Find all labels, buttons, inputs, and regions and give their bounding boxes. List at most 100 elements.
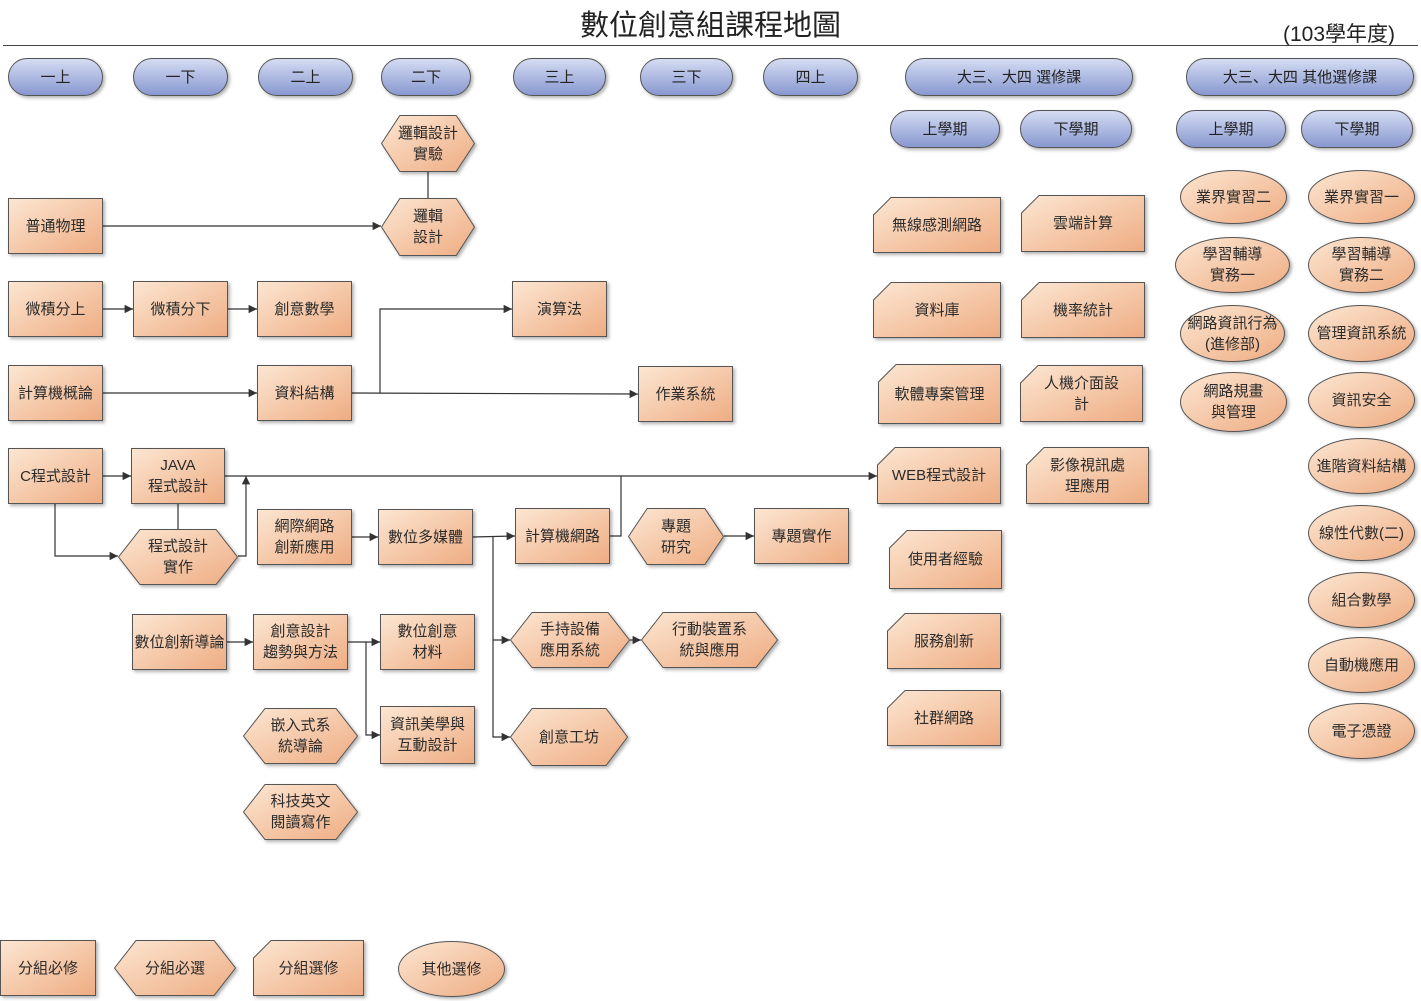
course-info-aesthetics-label: 資訊美學與 互動設計 — [389, 716, 465, 754]
semester-4a[interactable]: 四上 — [763, 58, 858, 96]
course-physics: 普通物理 — [8, 198, 103, 254]
course-info-aesthetics: 資訊美學與 互動設計 — [380, 706, 475, 764]
semester-2b[interactable]: 二下 — [381, 58, 471, 96]
sub-semester-fall-label: 上學期 — [922, 120, 968, 138]
course-logic-lab-label: 邏輯設計 實驗 — [397, 124, 458, 163]
course-probability: 機率統計 — [1021, 282, 1145, 338]
course-web-label: WEB程式設計 — [891, 467, 987, 484]
course-intern2: 業界實習二 — [1180, 170, 1287, 224]
semester-2a[interactable]: 二上 — [258, 58, 353, 96]
course-security-label: 資訊安全 — [1331, 391, 1392, 409]
course-embedded-label: 嵌入式系 統導論 — [270, 717, 331, 755]
course-data-structures: 資料結構 — [257, 365, 352, 421]
course-social: 社群網路 — [887, 690, 1001, 746]
course-hci-label: 人機介面設 計 — [1043, 374, 1119, 413]
course-combinatorics: 組合數學 — [1308, 572, 1415, 628]
legend-elective: 分組選修 — [253, 940, 364, 996]
course-probability-label: 機率統計 — [1052, 301, 1113, 319]
course-multimedia: 數位多媒體 — [378, 509, 473, 565]
semester-3a[interactable]: 三上 — [513, 58, 606, 96]
connector-arrow — [379, 304, 512, 393]
course-project-research: 專題 研究 — [627, 508, 725, 565]
course-java-label: JAVA 程式設計 — [147, 457, 208, 495]
semester-1b[interactable]: 一下 — [133, 58, 228, 96]
course-capstone: 專題實作 — [754, 508, 849, 564]
legend-other: 其他選修 — [398, 941, 505, 997]
course-embedded: 嵌入式系 統導論 — [242, 708, 359, 764]
course-tech-english: 科技英文 閱讀寫作 — [242, 784, 359, 840]
course-creative-math: 創意數學 — [257, 281, 352, 337]
course-c-prog-label: C程式設計 — [20, 467, 91, 485]
connector-arrow — [351, 389, 639, 399]
course-os: 作業系統 — [638, 366, 733, 422]
semester-electives-label: 大三、大四 選修課 — [956, 68, 1082, 86]
course-intern1: 業界實習一 — [1308, 170, 1415, 224]
course-data-structures-label: 資料結構 — [274, 384, 335, 402]
course-ux-label: 使用者經驗 — [907, 551, 983, 568]
legend-required: 分組必修 — [0, 940, 96, 996]
course-calc2: 微積分下 — [133, 281, 228, 337]
course-design-trends: 創意設計 趨勢與方法 — [253, 614, 348, 670]
course-calc1: 微積分上 — [8, 281, 103, 337]
semester-other-electives-label: 大三、大四 其他選修課 — [1222, 68, 1378, 86]
connector-arrow — [472, 532, 516, 541]
course-ux: 使用者經驗 — [889, 530, 1002, 589]
sub-semester-fall[interactable]: 上學期 — [890, 110, 1000, 148]
course-workshop: 創意工坊 — [509, 708, 629, 766]
course-mis: 管理資訊系統 — [1308, 305, 1415, 362]
sub-semester-other-spring[interactable]: 下學期 — [1301, 110, 1413, 148]
connector-arrow — [610, 476, 622, 537]
semester-other-electives[interactable]: 大三、大四 其他選修課 — [1186, 58, 1414, 96]
course-net-behavior: 網路資訊行為 (進修部) — [1180, 305, 1285, 362]
legend-required-elective-label: 分組必選 — [144, 959, 205, 977]
course-tutor1-label: 學習輔導 實務一 — [1202, 246, 1263, 284]
course-logic: 邏輯 設計 — [380, 198, 476, 256]
course-net-behavior-label: 網路資訊行為 (進修部) — [1187, 314, 1278, 353]
course-physics-label: 普通物理 — [25, 217, 86, 235]
course-networks: 計算機網路 — [515, 508, 610, 564]
semester-2b-label: 二下 — [410, 68, 441, 86]
course-video: 影像視訊處 理應用 — [1026, 447, 1149, 504]
title-divider — [3, 45, 1418, 46]
course-tutor2-label: 學習輔導 實務二 — [1331, 246, 1392, 284]
course-digital-materials-label: 數位創意 材料 — [397, 623, 458, 661]
course-algorithms: 演算法 — [512, 281, 607, 337]
course-adv-ds-label: 進階資料結構 — [1316, 457, 1407, 475]
course-tutor1: 學習輔導 實務一 — [1175, 237, 1290, 293]
course-mis-label: 管理資訊系統 — [1316, 325, 1407, 342]
course-net-planning-label: 網路規畫 與管理 — [1203, 383, 1264, 421]
semester-3b[interactable]: 三下 — [640, 58, 733, 96]
sub-semester-spring[interactable]: 下學期 — [1020, 110, 1132, 148]
course-tech-english-label: 科技英文 閱讀寫作 — [270, 793, 331, 831]
course-security: 資訊安全 — [1308, 372, 1415, 428]
course-social-label: 社群網路 — [913, 709, 974, 727]
course-creative-math-label: 創意數學 — [274, 300, 335, 318]
legend-required-elective: 分組必選 — [113, 940, 237, 996]
sub-semester-other-spring-label: 下學期 — [1334, 120, 1380, 138]
connector-arrow — [365, 642, 380, 740]
course-combinatorics-label: 組合數學 — [1331, 591, 1392, 609]
course-mobile-label: 行動裝置系 統與應用 — [671, 621, 747, 659]
legend-required-label: 分組必修 — [17, 959, 78, 977]
legend-elective-label: 分組選修 — [278, 959, 339, 977]
course-sw-pm-label: 軟體專案管理 — [894, 385, 985, 403]
course-networks-label: 計算機網路 — [524, 527, 600, 545]
sub-semester-other-fall[interactable]: 上學期 — [1176, 110, 1286, 148]
course-design-trends-label: 創意設計 趨勢與方法 — [262, 623, 338, 661]
course-intern2-label: 業界實習二 — [1195, 188, 1271, 206]
course-digital-innovation-label: 數位創新導論 — [134, 633, 225, 651]
course-capstone-label: 專題實作 — [771, 527, 832, 545]
course-algorithms-label: 演算法 — [536, 300, 582, 318]
course-cloud: 雲端計算 — [1021, 195, 1145, 252]
semester-electives[interactable]: 大三、大四 選修課 — [905, 58, 1133, 96]
course-database: 資料庫 — [873, 282, 1001, 338]
connector-arrow — [238, 476, 251, 557]
course-multimedia-label: 數位多媒體 — [387, 528, 463, 546]
semester-1a[interactable]: 一上 — [8, 58, 103, 96]
course-digital-innovation: 數位創新導論 — [132, 614, 227, 670]
course-video-label: 影像視訊處 理應用 — [1049, 456, 1125, 495]
course-digital-materials: 數位創意 材料 — [380, 614, 475, 670]
course-logic-label: 邏輯 設計 — [412, 208, 443, 246]
course-adv-ds: 進階資料結構 — [1308, 438, 1415, 494]
